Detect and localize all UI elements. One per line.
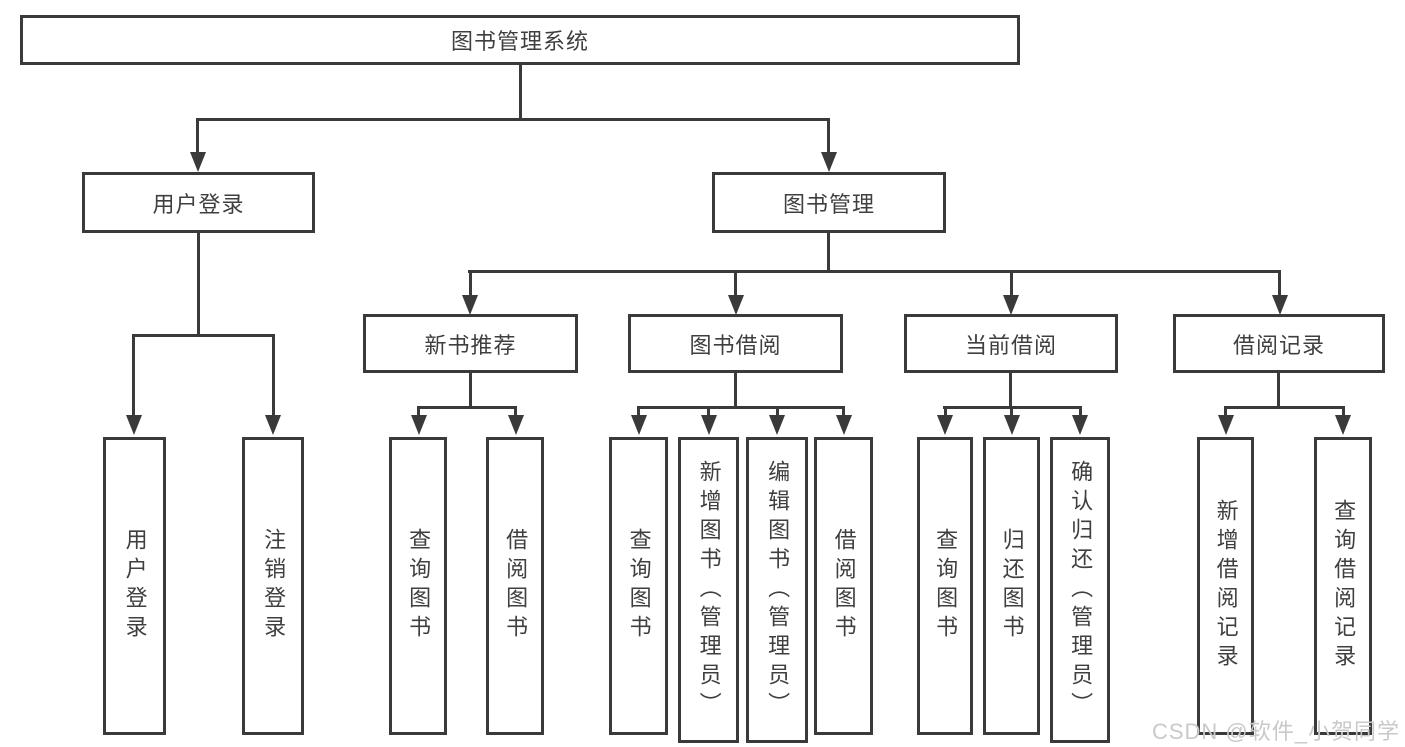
connector-vline	[1277, 372, 1280, 409]
connector-vline	[734, 270, 737, 297]
node-borrowing-records: 借阅记录	[1173, 314, 1385, 373]
arrow-down-icon	[1272, 295, 1288, 315]
node-label: 归还图书	[999, 528, 1025, 644]
node-label: 查询图书	[406, 528, 432, 644]
node-library-system: 图书管理系统	[20, 15, 1020, 65]
leaf-query-borrow-record: 查询借阅记录	[1314, 437, 1372, 735]
connector-vline	[827, 232, 830, 273]
connector-hline	[132, 334, 275, 337]
node-label: 查询图书	[933, 528, 959, 644]
connector-vline	[196, 118, 199, 154]
connector-hline	[468, 270, 1281, 273]
arrow-down-icon	[631, 415, 647, 435]
node-user-login: 用户登录	[82, 172, 315, 233]
leaf-query-books-current: 查询图书	[917, 437, 973, 735]
node-label: 借阅图书	[503, 528, 529, 644]
leaf-user-login: 用户登录	[103, 437, 166, 735]
connector-vline	[1010, 270, 1013, 297]
node-label: 图书管理	[782, 191, 875, 217]
leaf-add-borrow-record: 新增借阅记录	[1197, 437, 1254, 735]
connector-vline	[272, 334, 275, 417]
connector-vline	[734, 372, 737, 409]
node-label: 用户登录	[122, 528, 148, 644]
connector-vline	[1278, 270, 1281, 297]
node-label: 查询借阅记录	[1331, 499, 1357, 673]
node-label: 新增借阅记录	[1213, 499, 1239, 673]
leaf-borrow-books-recommend: 借阅图书	[486, 437, 544, 735]
node-label: 确认归还（管理员）	[1068, 459, 1094, 721]
connector-vline	[469, 372, 472, 409]
connector-vline	[707, 406, 710, 418]
connector-vline	[842, 406, 845, 418]
arrow-down-icon	[701, 415, 717, 435]
connector-vline	[197, 232, 200, 337]
arrow-down-icon	[1072, 415, 1088, 435]
connector-vline	[1010, 406, 1013, 418]
node-current-borrowing: 当前借阅	[904, 314, 1118, 373]
node-label: 借阅记录	[1232, 332, 1325, 358]
connector-hline	[637, 406, 845, 409]
leaf-confirm-return-admin: 确认归还（管理员）	[1050, 437, 1110, 743]
connector-hline	[417, 406, 517, 409]
node-label: 图书借阅	[689, 332, 782, 358]
node-label: 图书管理系统	[450, 29, 589, 54]
connector-vline	[637, 406, 640, 418]
csdn-watermark: CSDN @软件_小贺同学	[1151, 719, 1400, 744]
node-label: 用户登录	[152, 191, 245, 217]
arrow-down-icon	[836, 415, 852, 435]
node-label: 借阅图书	[831, 528, 857, 644]
arrow-down-icon	[1335, 415, 1351, 435]
connector-vline	[519, 65, 522, 121]
connector-vline	[1079, 406, 1082, 418]
arrow-down-icon	[769, 415, 785, 435]
arrow-down-icon	[728, 295, 744, 315]
arrow-down-icon	[265, 415, 281, 435]
arrow-down-icon	[1003, 295, 1019, 315]
connector-vline	[132, 334, 135, 417]
leaf-add-books-admin: 新增图书（管理员）	[678, 437, 739, 743]
arrow-down-icon	[1218, 415, 1234, 435]
connector-vline	[1342, 406, 1345, 418]
node-label: 注销登录	[261, 528, 287, 644]
connector-vline	[827, 118, 830, 154]
arrow-down-icon	[821, 152, 837, 172]
connector-vline	[514, 406, 517, 418]
node-label: 新增图书（管理员）	[696, 459, 722, 721]
node-label: 新书推荐	[424, 332, 517, 358]
arrow-down-icon	[1004, 415, 1020, 435]
leaf-query-books-borrowing: 查询图书	[609, 437, 668, 735]
connector-vline	[776, 406, 779, 418]
leaf-edit-books-admin: 编辑图书（管理员）	[746, 437, 808, 743]
connector-vline	[944, 406, 947, 418]
arrow-down-icon	[462, 295, 478, 315]
node-new-book-recommend: 新书推荐	[363, 314, 578, 373]
arrow-down-icon	[190, 152, 206, 172]
node-label: 编辑图书（管理员）	[765, 459, 791, 721]
connector-vline	[1009, 372, 1012, 409]
connector-vline	[469, 270, 472, 297]
connector-vline	[1224, 406, 1227, 418]
leaf-borrow-books: 借阅图书	[814, 437, 873, 735]
node-book-management: 图书管理	[712, 172, 946, 233]
arrow-down-icon	[126, 415, 142, 435]
node-book-borrowing: 图书借阅	[628, 314, 843, 373]
leaf-return-books: 归还图书	[983, 437, 1040, 735]
leaf-query-books-recommend: 查询图书	[389, 437, 447, 735]
arrow-down-icon	[937, 415, 953, 435]
node-label: 当前借阅	[964, 332, 1057, 358]
connector-hline	[196, 118, 830, 121]
arrow-down-icon	[508, 415, 524, 435]
leaf-logout: 注销登录	[242, 437, 304, 735]
node-label: 查询图书	[626, 528, 652, 644]
arrow-down-icon	[411, 415, 427, 435]
connector-hline	[1224, 406, 1345, 409]
connector-vline	[417, 406, 420, 418]
